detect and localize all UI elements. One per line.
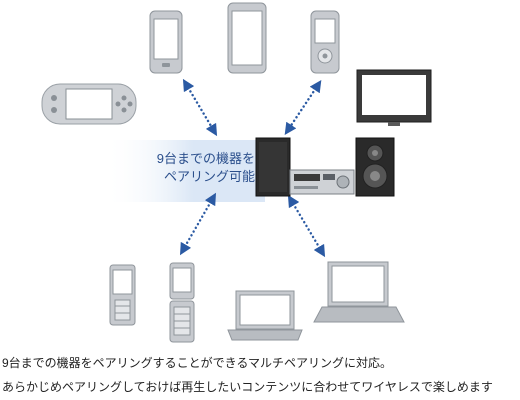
tablet-icon: [227, 2, 267, 74]
arrow-phones: [180, 192, 216, 256]
center-label-line2: ペアリング可能: [163, 169, 255, 184]
music-player-icon: [310, 10, 340, 74]
laptop-icon: [313, 261, 405, 323]
center-label: 9台までの機器を ペアリング可能: [120, 150, 255, 196]
center-label-line1: 9台までの機器を: [156, 151, 255, 166]
diagram-graphic: [41, 2, 432, 343]
small-laptop-icon: [227, 290, 303, 341]
flip-phone-icon: [169, 262, 195, 343]
television-icon: [356, 69, 432, 126]
portable-game-console-icon: [41, 83, 137, 125]
arrow-laptop: [287, 194, 326, 258]
bar-phone-icon: [109, 264, 136, 326]
caption-line1: 9台までの機器をペアリングすることができるマルチペアリングに対応。: [2, 356, 392, 370]
arrow-game: [182, 78, 218, 137]
caption-line2: あらかじめペアリングしておけば再生したいコンテンツに合わせてワイヤレスで楽しめま…: [2, 380, 493, 394]
smartphone-icon: [149, 10, 183, 74]
pairing-arrows: [180, 78, 326, 258]
label-band: [105, 140, 265, 202]
arrow-music-player: [284, 80, 322, 135]
micro-hifi-system-icon: [255, 137, 395, 197]
